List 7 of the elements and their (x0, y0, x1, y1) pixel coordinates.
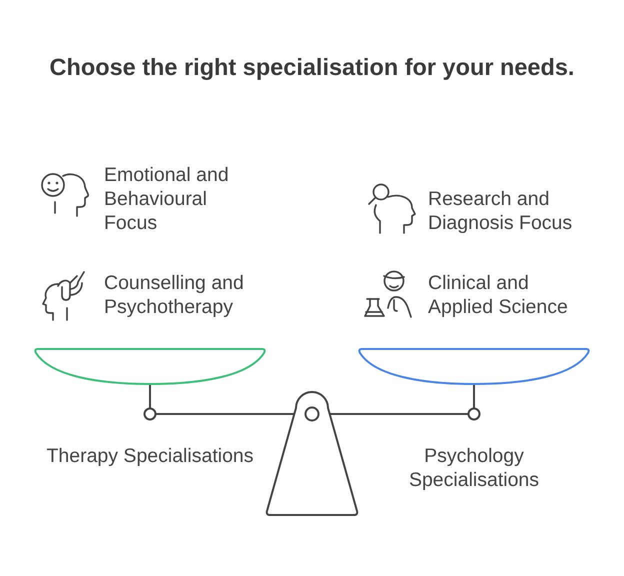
scale-side-label: Psychology Specialisations (408, 444, 540, 492)
item-label: Counselling and Psychotherapy (104, 271, 245, 319)
item-label: Research and Diagnosis Focus (428, 187, 574, 235)
item-label: Emotional and Behavioural Focus (104, 163, 230, 235)
title: Choose the right specialisation for your needs. (48, 53, 576, 81)
item-label: Clinical and Applied Science (428, 271, 569, 319)
scale-side-label: Therapy Specialisations (45, 444, 255, 468)
